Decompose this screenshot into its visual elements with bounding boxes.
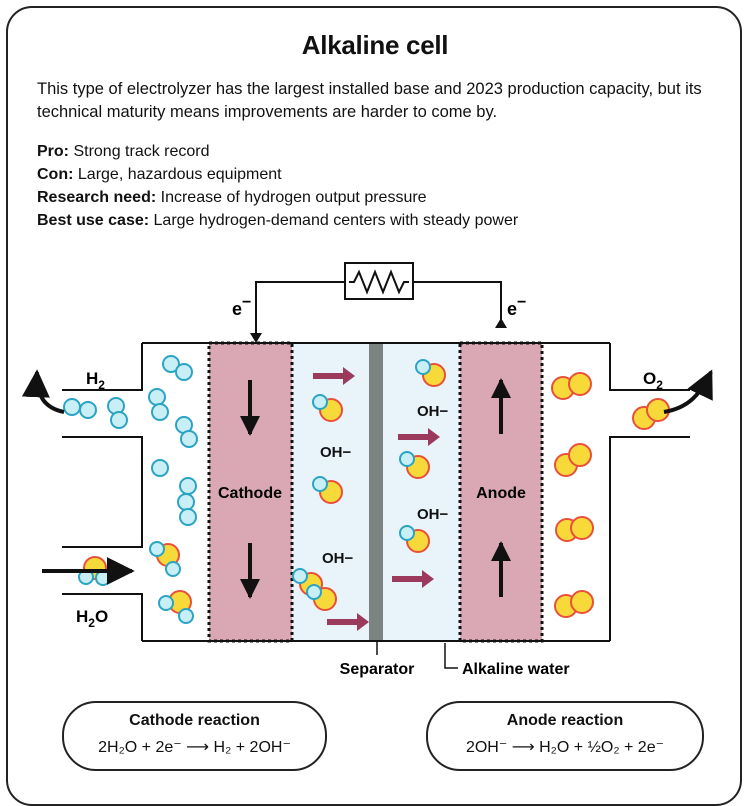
- cell-outline: [62, 342, 690, 642]
- water-molecule: [149, 541, 181, 577]
- hydroxide-label: OH−: [417, 506, 449, 523]
- ion-arrow: [313, 367, 355, 385]
- ion-arrow: [398, 428, 440, 446]
- cathode-reaction-title: Cathode reaction: [129, 712, 260, 729]
- resistor-icon: [349, 269, 409, 295]
- hydroxide-molecule: [415, 359, 446, 387]
- hydroxide-flow-arrows: [313, 367, 440, 631]
- fact-label: Pro:: [37, 143, 69, 160]
- hydroxide-molecule: [399, 451, 430, 479]
- separator-label: Separator: [340, 661, 415, 678]
- description: This type of electrolyzer has the larges…: [37, 80, 702, 121]
- water-molecule: [78, 556, 111, 586]
- separator-membrane: [369, 343, 383, 641]
- oxygen-molecules: [551, 372, 670, 618]
- oxygen-label: O2: [643, 369, 663, 392]
- hydroxide-label: OH−: [417, 403, 449, 420]
- electron-charge: −: [242, 294, 251, 311]
- anode-reaction-equation: 2OH⁻ ⟶ H₂O + ½O₂ + 2e⁻: [428, 737, 702, 757]
- fact-text: Large hydrogen-demand centers with stead…: [153, 212, 519, 229]
- hydrogen-molecules: [63, 355, 198, 526]
- ion-arrow: [392, 570, 434, 588]
- alkaline-water-label: Alkaline water: [462, 661, 570, 678]
- hydroxide-molecule: [306, 584, 337, 611]
- fact-text: Increase of hydrogen output pressure: [160, 189, 427, 206]
- products: H₂ + 2OH⁻: [213, 739, 291, 756]
- fact-research-need: Research need: Increase of hydrogen outp…: [37, 186, 727, 209]
- reactants: 2OH⁻: [465, 739, 508, 756]
- hydroxide-ions: [292, 359, 446, 611]
- anode-reaction-box: Anode reaction 2OH⁻ ⟶ H₂O + ½O₂ + 2e⁻: [426, 701, 704, 771]
- hydroxide-molecule: [399, 525, 430, 553]
- oxygen-exit-arrow: [663, 369, 713, 414]
- fact-text: Strong track record: [73, 143, 210, 160]
- reaction-arrow-icon: ⟶: [186, 739, 210, 756]
- electron-arrow-down: [250, 333, 262, 343]
- fact-label: Research need:: [37, 189, 157, 206]
- electron-label-left: e−: [232, 294, 251, 319]
- ion-arrow: [327, 613, 369, 631]
- cathode-reaction-box: Cathode reaction 2H₂O + 2e⁻ ⟶ H₂ + 2OH⁻: [62, 701, 327, 771]
- reaction-arrow-icon: ⟶: [511, 739, 535, 756]
- hydrogen-exit-arrow: [21, 369, 65, 414]
- fact-text: Large, hazardous equipment: [77, 166, 282, 183]
- cathode-reaction-equation: 2H₂O + 2e⁻ ⟶ H₂ + 2OH⁻: [64, 737, 325, 757]
- electron-arrow-up: [495, 318, 507, 328]
- electron-charge: −: [517, 294, 526, 311]
- page-title: Alkaline cell: [301, 30, 449, 60]
- fact-pro: Pro: Strong track record: [37, 140, 727, 163]
- hydroxide-label: OH−: [322, 550, 354, 567]
- anode-reaction-title: Anode reaction: [506, 712, 624, 729]
- hydroxide-label: OH−: [320, 444, 352, 461]
- fact-label: Con:: [37, 166, 74, 183]
- fact-list: Pro: Strong track record Con: Large, haz…: [37, 140, 727, 232]
- external-circuit: [255, 262, 502, 340]
- hydrogen-label: H2: [86, 369, 105, 392]
- electron-label-right: e−: [507, 294, 526, 319]
- water-molecule: [158, 590, 194, 624]
- hydroxide-molecule: [312, 394, 343, 422]
- anode-label: Anode: [476, 485, 526, 502]
- products: H₂O + ½O₂ + 2e⁻: [539, 739, 665, 756]
- alkaline-water-leader-line: [444, 643, 458, 669]
- fact-label: Best use case:: [37, 212, 150, 229]
- water-molecules: [78, 541, 194, 624]
- fact-con: Con: Large, hazardous equipment: [37, 163, 727, 186]
- fact-best-use-case: Best use case: Large hydrogen-demand cen…: [37, 209, 727, 232]
- reactants: 2H₂O + 2e⁻: [98, 739, 182, 756]
- water-label: H2O: [76, 607, 108, 630]
- cathode-label: Cathode: [218, 485, 282, 502]
- hydroxide-molecule: [312, 476, 343, 504]
